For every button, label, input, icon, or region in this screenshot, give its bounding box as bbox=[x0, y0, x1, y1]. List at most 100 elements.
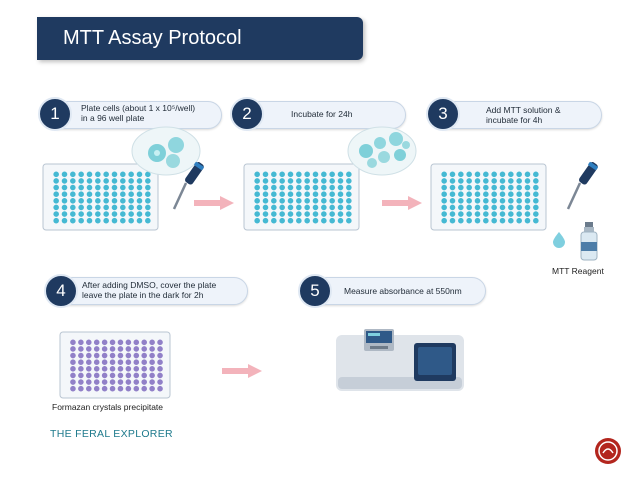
well bbox=[120, 191, 126, 197]
well bbox=[533, 217, 539, 224]
well bbox=[346, 211, 352, 217]
well bbox=[254, 171, 260, 178]
step-5-text: Measure absorbance at 550nm bbox=[344, 286, 462, 296]
well bbox=[78, 359, 84, 365]
well bbox=[271, 178, 277, 184]
well bbox=[101, 372, 108, 379]
well bbox=[61, 217, 68, 224]
well bbox=[296, 198, 302, 204]
well bbox=[103, 171, 109, 178]
well bbox=[449, 198, 456, 204]
well bbox=[296, 217, 302, 224]
well bbox=[337, 184, 344, 191]
well bbox=[516, 178, 522, 184]
well bbox=[133, 366, 140, 372]
well bbox=[458, 178, 464, 184]
arrow-icon bbox=[194, 196, 234, 210]
well bbox=[128, 191, 134, 197]
well bbox=[125, 346, 132, 352]
well bbox=[262, 178, 269, 184]
well bbox=[466, 204, 472, 211]
well bbox=[474, 191, 481, 197]
well bbox=[120, 211, 126, 217]
well bbox=[441, 198, 447, 204]
well bbox=[499, 191, 506, 197]
well bbox=[466, 171, 472, 178]
well bbox=[296, 184, 302, 191]
well bbox=[141, 359, 147, 365]
well bbox=[133, 385, 140, 392]
well bbox=[499, 184, 506, 191]
well bbox=[279, 217, 285, 224]
well bbox=[499, 178, 506, 184]
well bbox=[346, 184, 352, 191]
well bbox=[117, 352, 124, 359]
well bbox=[449, 191, 456, 197]
well bbox=[329, 191, 335, 197]
well bbox=[321, 217, 327, 224]
well bbox=[271, 217, 277, 224]
well bbox=[86, 366, 92, 372]
well bbox=[70, 379, 76, 385]
well bbox=[120, 204, 126, 211]
well bbox=[86, 178, 93, 184]
well bbox=[93, 379, 100, 385]
well bbox=[133, 346, 140, 352]
well bbox=[78, 191, 84, 197]
well bbox=[93, 366, 100, 372]
well bbox=[524, 191, 531, 197]
well bbox=[117, 339, 124, 346]
well bbox=[157, 372, 163, 379]
well bbox=[61, 211, 68, 217]
well bbox=[95, 211, 101, 217]
well bbox=[78, 171, 84, 178]
well bbox=[70, 198, 76, 204]
well bbox=[474, 171, 481, 178]
well bbox=[296, 178, 302, 184]
mtt-reagent-label: MTT Reagent bbox=[552, 266, 604, 276]
well bbox=[93, 385, 100, 392]
well bbox=[296, 191, 302, 197]
well bbox=[111, 191, 118, 197]
well bbox=[491, 178, 497, 184]
well bbox=[287, 211, 294, 217]
pipette-icon bbox=[172, 161, 204, 210]
well bbox=[149, 352, 155, 359]
well bbox=[533, 171, 539, 178]
well bbox=[483, 198, 489, 204]
well bbox=[337, 178, 344, 184]
well bbox=[53, 204, 59, 211]
well bbox=[466, 184, 472, 191]
well bbox=[70, 339, 76, 346]
well bbox=[524, 211, 531, 217]
well bbox=[474, 198, 481, 204]
well bbox=[287, 204, 294, 211]
drop-icon bbox=[553, 232, 565, 248]
well bbox=[157, 379, 163, 385]
well bbox=[78, 211, 84, 217]
well bbox=[491, 171, 497, 178]
well bbox=[157, 339, 163, 346]
well bbox=[466, 198, 472, 204]
well bbox=[271, 191, 277, 197]
well bbox=[145, 171, 151, 178]
well bbox=[133, 372, 140, 379]
reagent-bottle-icon bbox=[580, 222, 598, 261]
well bbox=[499, 204, 506, 211]
well bbox=[508, 184, 514, 191]
well bbox=[149, 385, 155, 392]
well bbox=[271, 184, 277, 191]
well bbox=[141, 372, 147, 379]
step-4-line2: leave the plate in the dark for 2h bbox=[82, 290, 204, 300]
well bbox=[466, 217, 472, 224]
well bbox=[86, 372, 92, 379]
title-banner: MTT Assay Protocol bbox=[37, 17, 363, 60]
well bbox=[109, 372, 116, 379]
well bbox=[128, 211, 134, 217]
well bbox=[133, 352, 140, 359]
well bbox=[458, 217, 464, 224]
well bbox=[524, 204, 531, 211]
well bbox=[111, 204, 118, 211]
well-plate-4 bbox=[59, 331, 171, 399]
well bbox=[145, 204, 151, 211]
